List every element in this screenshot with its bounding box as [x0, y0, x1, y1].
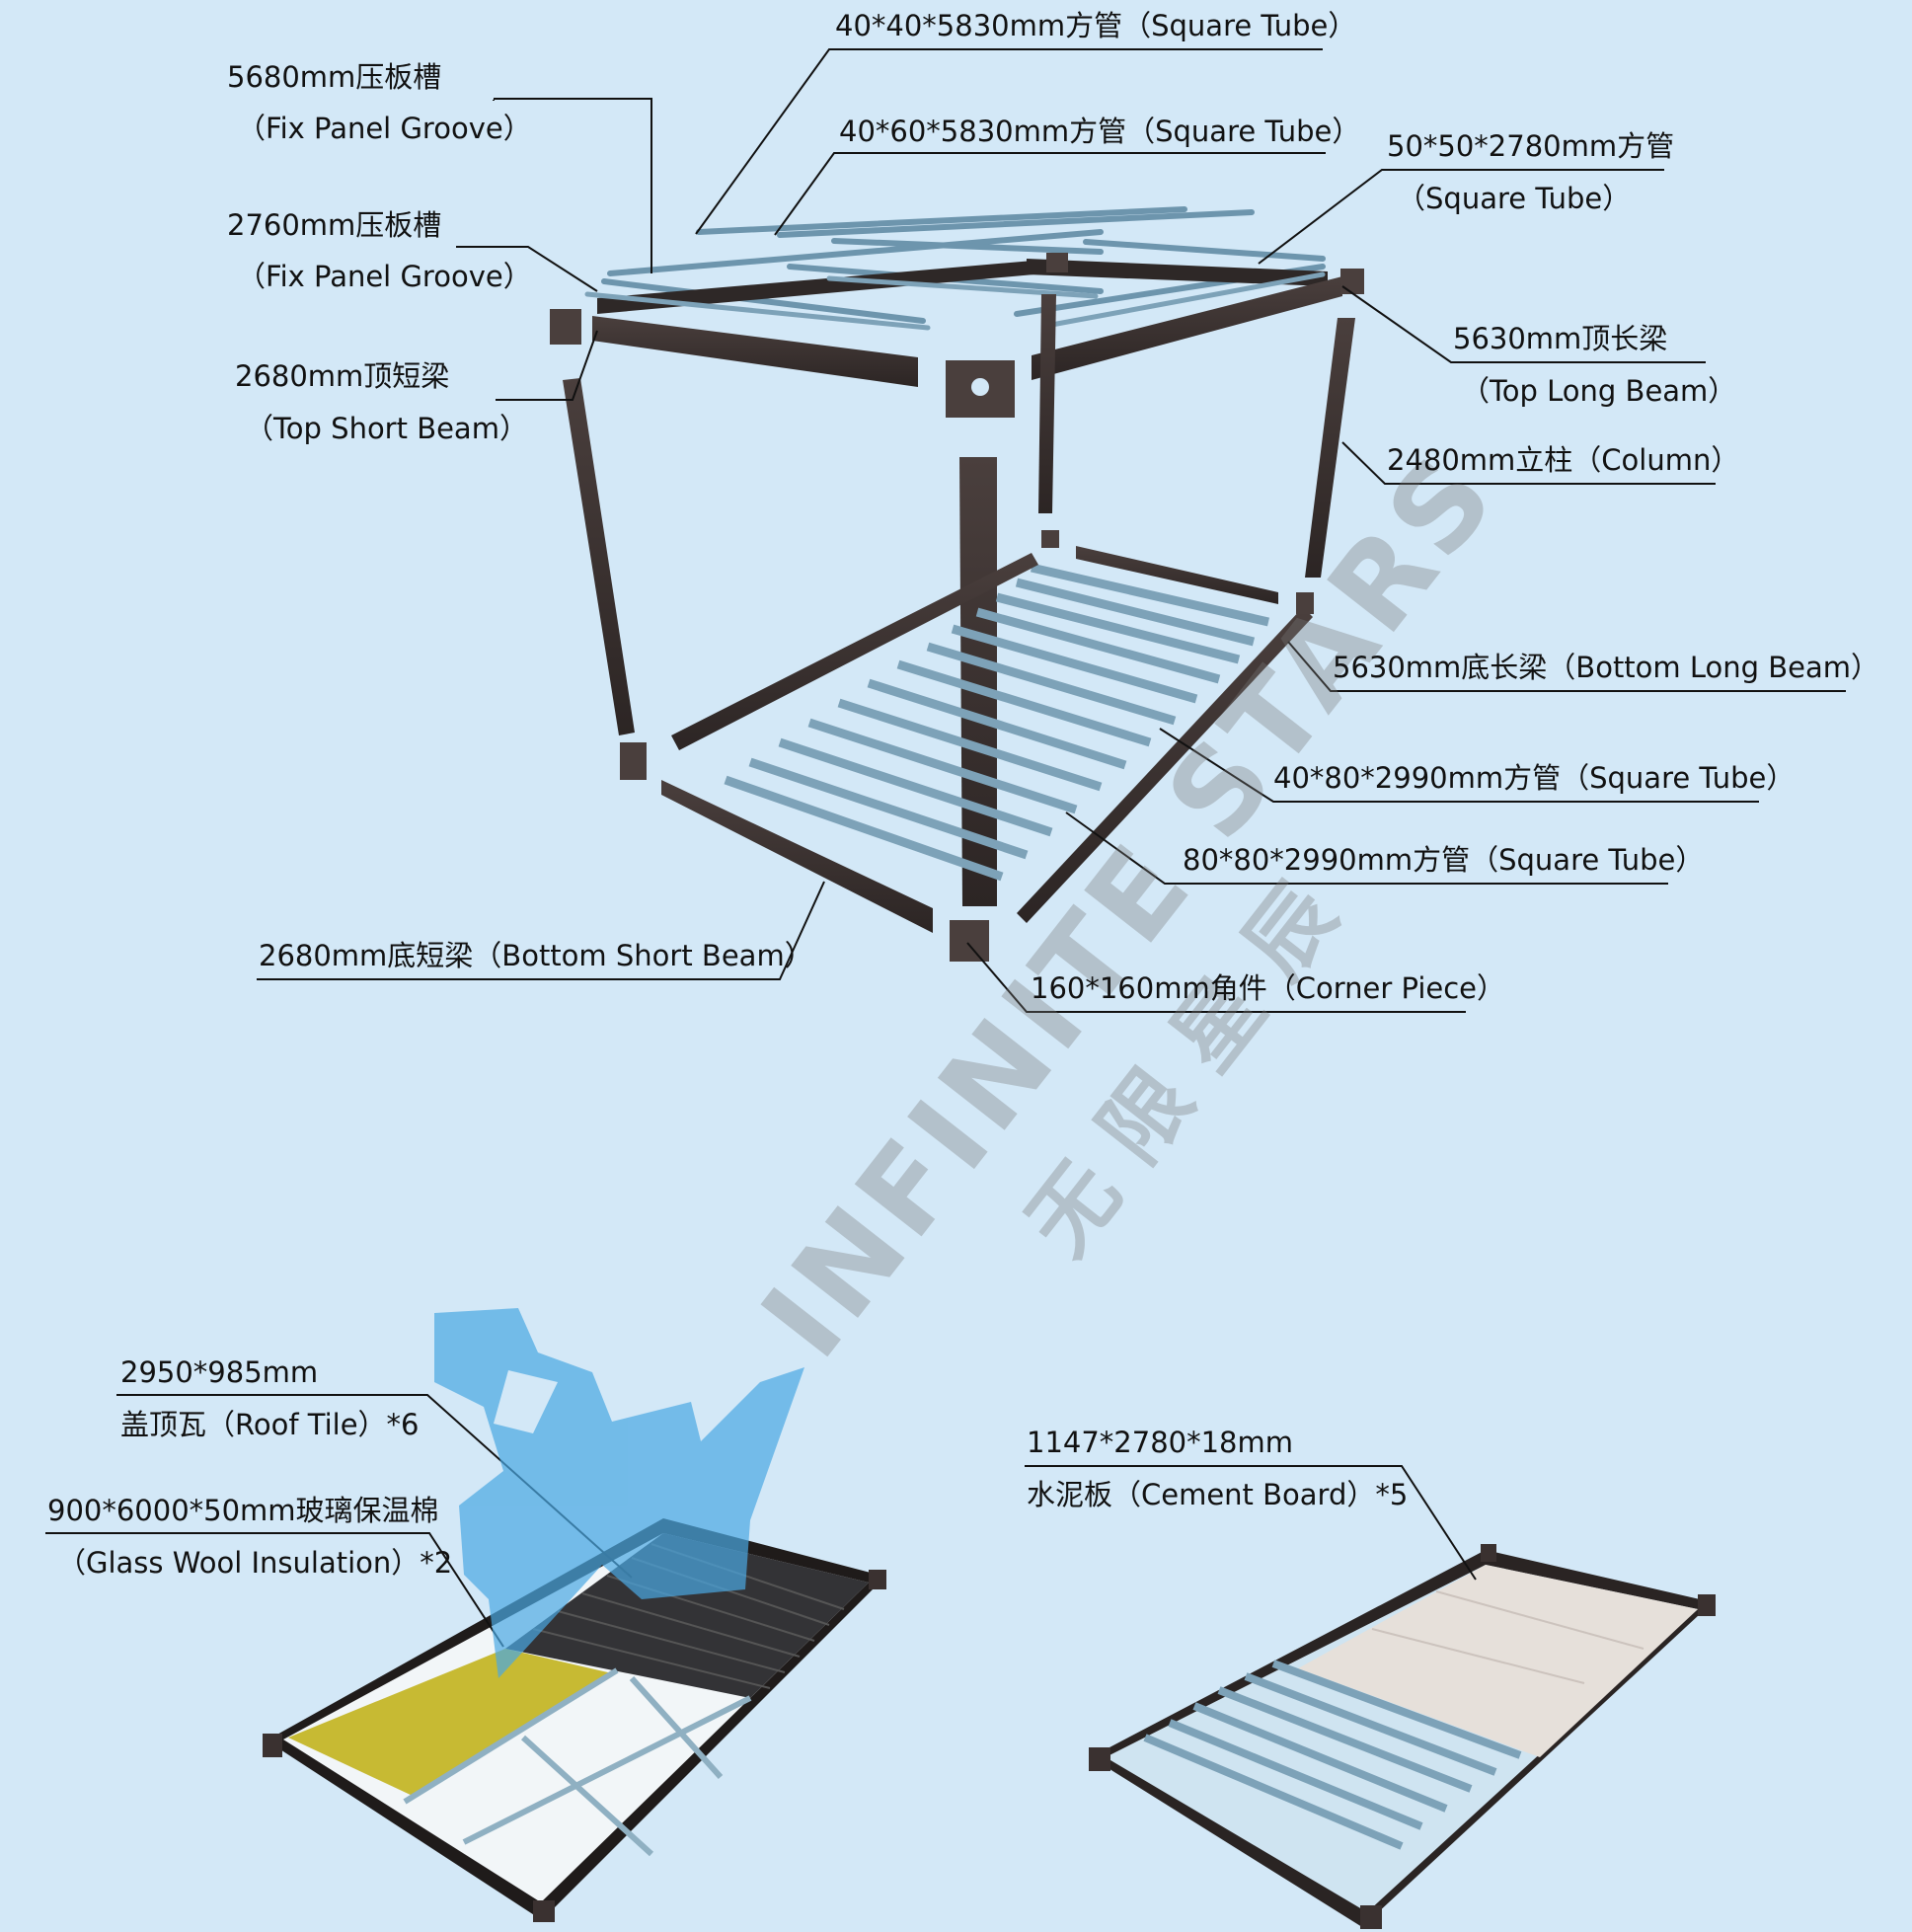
label-sq-tube-50x50-en: （Square Tube） [1397, 182, 1632, 215]
top-frame [550, 206, 1364, 418]
label-bottom-short-beam: 2680mm底短梁（Bottom Short Beam） [259, 939, 813, 972]
label-sq-tube-80x80: 80*80*2990mm方管（Square Tube） [1183, 843, 1705, 877]
label-top-short-beam-cn: 2680mm顶短梁 [235, 359, 450, 393]
label-sq-tube-40x60: 40*60*5830mm方管（Square Tube） [839, 115, 1361, 148]
cement-board-seams [1371, 1590, 1644, 1684]
leader-lines [257, 48, 1846, 1013]
label-fix-groove-5680-en: （Fix Panel Groove） [237, 112, 532, 145]
label-top-long-beam-cn: 5630mm顶长梁 [1453, 322, 1668, 355]
bottom-corner-pieces [620, 530, 1314, 962]
bottom-frame [620, 530, 1314, 962]
label-fix-groove-2760-cn: 2760mm压板槽 [227, 208, 442, 242]
label-cement-board-size: 1147*2780*18mm [1027, 1426, 1294, 1459]
label-roof-tile-size: 2950*985mm [120, 1355, 319, 1389]
label-bottom-long-beam: 5630mm底长梁（Bottom Long Beam） [1333, 651, 1880, 684]
label-sq-tube-40x80: 40*80*2990mm方管（Square Tube） [1273, 761, 1796, 795]
floor-panel [1089, 1544, 1716, 1929]
fix-panel-grooves [584, 271, 1326, 331]
label-fix-groove-2760-en: （Fix Panel Groove） [237, 260, 532, 293]
roof-panel-grid [403, 1667, 752, 1857]
top-corner-pieces [550, 253, 1364, 418]
roof-tile-ribs [532, 1543, 845, 1689]
label-column: 2480mm立柱（Column） [1387, 443, 1740, 477]
label-fix-groove-5680-cn: 5680mm压板槽 [227, 60, 442, 94]
label-top-long-beam-en: （Top Long Beam） [1461, 374, 1737, 408]
label-glass-wool-size: 900*6000*50mm玻璃保温棉 [47, 1494, 439, 1527]
label-corner-piece: 160*160mm角件（Corner Piece） [1031, 971, 1506, 1005]
roof-panel [263, 1518, 886, 1922]
columns [563, 294, 1355, 906]
floor-square-tubes [724, 563, 1270, 882]
label-sq-tube-40x40: 40*40*5830mm方管（Square Tube） [835, 9, 1357, 42]
label-roof-tile-name: 盖顶瓦（Roof Tile）*6 [120, 1408, 420, 1441]
floor-panel-joists [1143, 1660, 1522, 1850]
label-glass-wool-name: （Glass Wool Insulation）*2 [57, 1546, 453, 1580]
label-sq-tube-50x50-cn: 50*50*2780mm方管 [1387, 129, 1675, 163]
label-cement-board-name: 水泥板（Cement Board）*5 [1027, 1478, 1409, 1511]
label-top-short-beam-en: （Top Short Beam） [245, 412, 528, 445]
watermark-logo [434, 1308, 804, 1678]
